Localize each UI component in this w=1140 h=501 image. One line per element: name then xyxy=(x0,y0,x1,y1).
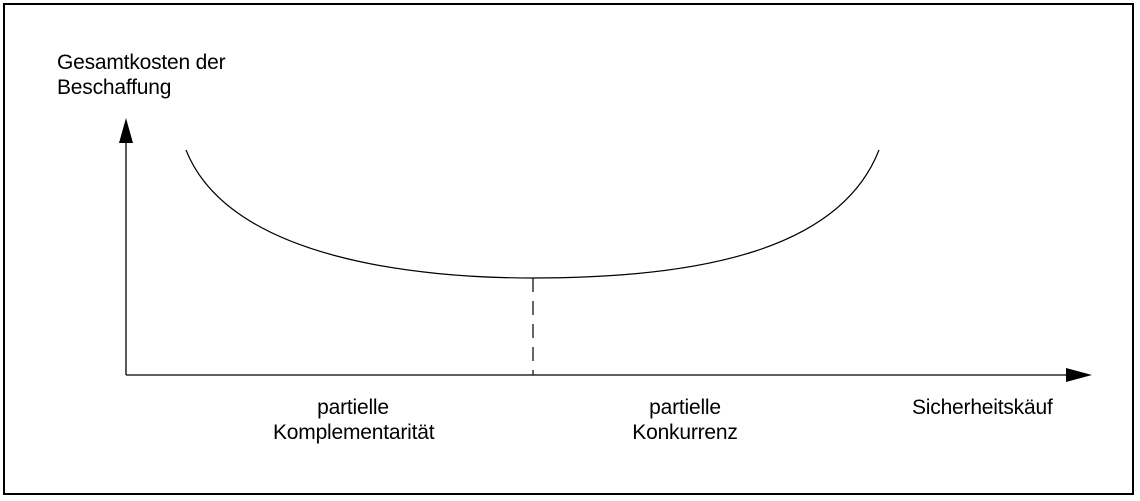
right-zone-line1: partielle xyxy=(649,396,721,419)
diagram-frame xyxy=(3,3,1134,495)
y-axis-arrowhead xyxy=(119,118,133,143)
x-axis-label-text: Sicherheitskäuf xyxy=(912,396,1053,419)
y-axis-label: Gesamtkosten der Beschaffung xyxy=(57,50,226,100)
x-axis-arrowhead xyxy=(1066,368,1092,382)
right-zone-label: partielle Konkurrenz xyxy=(605,395,765,445)
left-zone-line1: partielle xyxy=(317,396,389,419)
right-zone-line2: Konkurrenz xyxy=(632,421,738,444)
left-zone-line2: Komplementarität xyxy=(273,421,435,444)
y-axis-label-line1: Gesamtkosten der xyxy=(57,51,226,74)
left-zone-label: partielle Komplementarität xyxy=(273,395,435,445)
total-cost-curve xyxy=(185,149,880,279)
x-axis-label: Sicherheitskäuf xyxy=(912,395,1053,420)
y-axis-label-line2: Beschaffung xyxy=(57,76,172,99)
